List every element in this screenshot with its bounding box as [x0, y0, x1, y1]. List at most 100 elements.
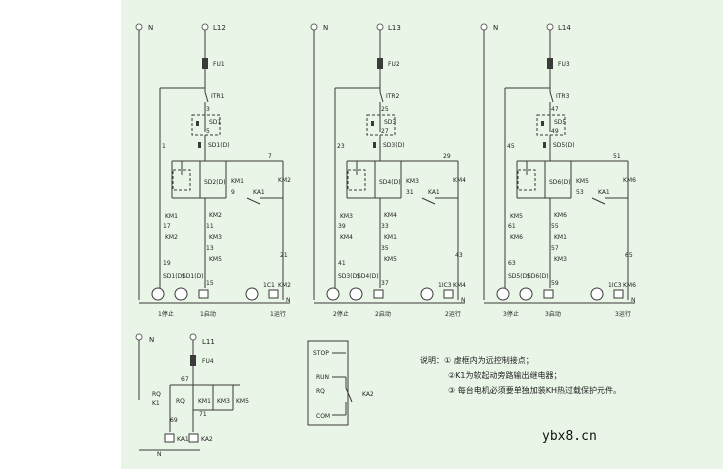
line-label: L14: [558, 24, 571, 32]
ka2-coil: [188, 433, 199, 443]
fuse: [202, 58, 208, 69]
estop-label: ITR1: [211, 93, 225, 100]
note-line-3: ③ 每台电机必须要单独加装KH热过载保护元件。: [448, 386, 621, 395]
line-terminal: [201, 23, 209, 31]
node-label: 71: [199, 411, 207, 418]
lamp-label: 1C1: [263, 282, 275, 289]
lamp-label: SD6(D): [527, 273, 549, 280]
contact-label: KM5: [510, 213, 523, 220]
notes-block: 说明：① 虚框内为远控制接点； ②K1为软起动旁路输出继电器； ③ 每台电机必须…: [420, 353, 621, 398]
node-label: 49: [551, 128, 559, 135]
contact-label: KM5: [576, 178, 589, 185]
run-lamp: [245, 287, 259, 301]
lamp-label: SD1(D): [163, 273, 185, 280]
ka-contact: [591, 197, 606, 205]
stop-label: SD3: [384, 119, 396, 126]
node-label: 51: [613, 153, 621, 160]
contact-label: KM3: [209, 234, 222, 241]
node-label: 7: [268, 153, 272, 160]
lamp-label: SD3(D): [338, 273, 360, 280]
neutral-label: N: [149, 336, 154, 344]
ka-contact: [246, 197, 261, 205]
node-label: 3: [206, 106, 210, 113]
node-label: 63: [508, 260, 516, 267]
bypass-relay-circuit: N L11 FU4 67 RQ K1 RQ KM1 KM3 KM5 71 69 …: [135, 333, 249, 458]
terminal-box: [307, 340, 349, 426]
caption: 3启动: [545, 310, 561, 318]
caption: 1停止: [158, 310, 174, 318]
remote-select-box: [347, 169, 366, 191]
contact-label: KA2: [362, 391, 374, 398]
caption: 2停止: [333, 310, 349, 318]
neutral-label: N: [323, 24, 328, 32]
lamp-label: SD4(D): [357, 273, 379, 280]
stop-lamp: [496, 287, 510, 301]
node-label: 59: [551, 280, 559, 287]
neutral-label: N: [286, 297, 291, 304]
contactor-coil: [268, 289, 279, 299]
terminal-label: RQ: [316, 388, 325, 395]
contactor-coil: [613, 289, 624, 299]
remote-select-box: [172, 169, 191, 191]
coil-label: KA2: [201, 436, 213, 443]
contact-label: KM4: [384, 212, 397, 219]
contact-label: KM3: [217, 398, 230, 405]
contact-label: KM1: [165, 213, 178, 220]
contact-label: KM5: [209, 256, 222, 263]
button-mark: [371, 121, 374, 126]
contact-label: KM5: [384, 256, 397, 263]
contact-label: KM4: [340, 234, 353, 241]
fuse: [547, 58, 553, 69]
contact-label: KM2: [278, 177, 291, 184]
ka-label: KA1: [598, 189, 610, 196]
node-label: 23: [337, 143, 345, 150]
lamp-label: 1IC3: [608, 282, 622, 289]
estop-contact: [379, 91, 384, 103]
note-line-1: 说明：① 虚框内为远控制接点；: [420, 356, 534, 365]
remote-stop-box: [366, 114, 396, 136]
node-label: 65: [625, 252, 633, 259]
motor-circuit-3: N L14 FU3 ITR3 47 SD5 49: [480, 23, 636, 318]
contact-label: KM2: [165, 234, 178, 241]
motor-circuit-1: N L12 FU1 ITR1 3 SD1 5 SD: [135, 23, 291, 318]
node-label: 31: [406, 189, 414, 196]
node-label: 61: [508, 223, 516, 230]
terminal-label: STOP: [313, 350, 329, 357]
button-mark: [198, 142, 201, 148]
node-label: 55: [551, 223, 559, 230]
contact-label: KM3: [406, 178, 419, 185]
node-label: 43: [455, 252, 463, 259]
estop-label: ITR3: [556, 93, 570, 100]
fuse-label: FU1: [213, 61, 225, 68]
line-terminal: [376, 23, 384, 31]
ka2-contact: [345, 387, 353, 403]
contact-label: KM2: [209, 212, 222, 219]
contact-label: KM1: [231, 178, 244, 185]
relay-coil: [373, 289, 384, 299]
node-label: 53: [576, 189, 584, 196]
button-mark: [373, 142, 376, 148]
start-label: SD3(D): [383, 142, 405, 149]
neutral-label: N: [157, 451, 162, 458]
node-label: 33: [381, 223, 389, 230]
node-label: 57: [551, 245, 559, 252]
contact-label: KM6: [623, 177, 636, 184]
node-label: 1: [162, 143, 166, 150]
lamp-label: 1IC3: [438, 282, 452, 289]
terminal-label: RUN: [316, 374, 329, 381]
node-label: 67: [181, 376, 189, 383]
ka1-coil: [164, 433, 175, 443]
button-mark: [196, 121, 199, 126]
select-label: SD6(D): [549, 179, 571, 186]
drawing-panel: [121, 0, 723, 469]
node-label: 21: [280, 252, 288, 259]
neutral-label: N: [461, 297, 466, 304]
neutral-terminal: [480, 23, 488, 31]
button-mark: [543, 142, 546, 148]
neutral-terminal: [135, 23, 143, 31]
contact-label: KM6: [510, 234, 523, 241]
lamp-label: SD5(D): [508, 273, 530, 280]
terminal-label: COM: [316, 413, 330, 420]
